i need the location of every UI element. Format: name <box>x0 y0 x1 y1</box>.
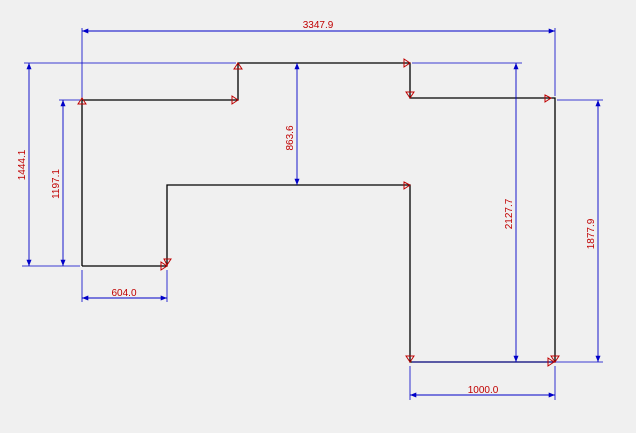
vertex-marker-icon <box>405 91 415 99</box>
shape-outline <box>81 62 556 363</box>
dim-label-right-inner: 2127.7 <box>504 198 515 229</box>
vertex-marker-icon <box>233 62 243 70</box>
vertex-marker-icon <box>547 357 555 367</box>
vertex-marker-icon <box>550 355 560 363</box>
vertex-marker-icon <box>231 95 239 105</box>
vertex-marker-icon <box>405 355 415 363</box>
dim-label-right-leg: 1000.0 <box>468 385 499 396</box>
vertex-marker-icon <box>403 58 411 68</box>
dim-label-left-leg: 604.0 <box>111 288 136 299</box>
vertex-markers <box>77 58 560 367</box>
vertex-marker-icon <box>544 94 552 103</box>
dim-label-left-outer: 1444.1 <box>17 149 28 180</box>
dimension-lines <box>26 28 601 398</box>
vertex-marker-icon <box>160 261 168 271</box>
dim-label-center-depth: 863.6 <box>285 125 296 150</box>
vertex-marker-icon <box>163 258 172 266</box>
extension-lines <box>22 28 603 400</box>
dim-label-left-inner: 1197.1 <box>51 169 62 199</box>
dim-label-right-outer: 1877.9 <box>586 218 597 249</box>
vertex-marker-icon <box>403 181 411 190</box>
vertex-marker-icon <box>77 97 87 105</box>
dim-label-overall-width: 3347.9 <box>303 20 334 31</box>
